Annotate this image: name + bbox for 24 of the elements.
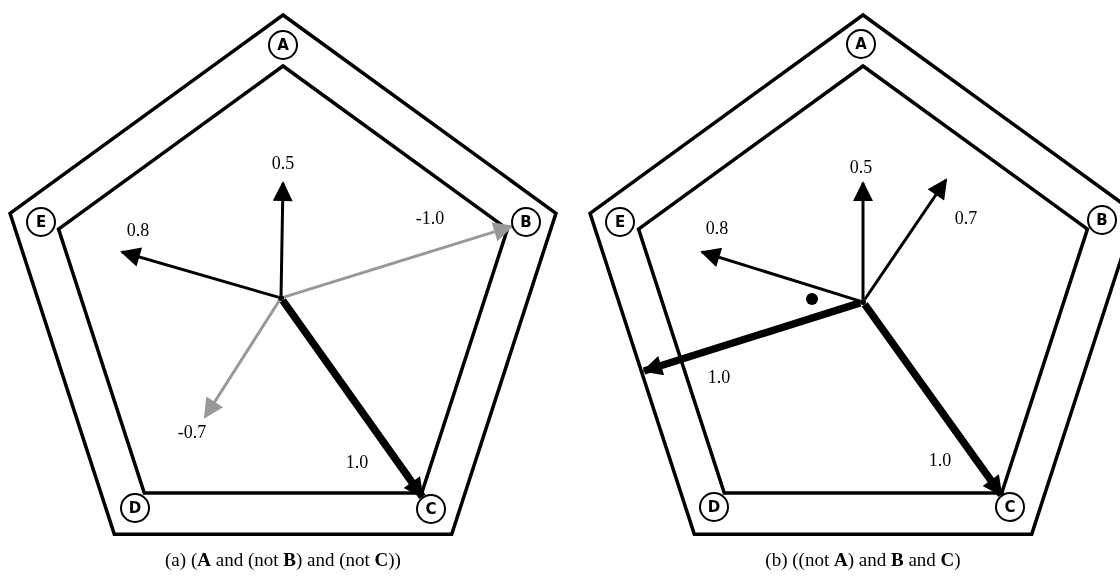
arrow bbox=[279, 298, 426, 499]
junction-point bbox=[860, 299, 866, 305]
arrow bbox=[642, 299, 862, 376]
letter-circle: E bbox=[605, 207, 635, 237]
arrow bbox=[203, 299, 281, 419]
letter-circle: D bbox=[120, 493, 150, 523]
junction-point bbox=[278, 295, 284, 301]
arrow bbox=[700, 247, 861, 303]
letter-circle: B bbox=[511, 207, 541, 237]
arrow bbox=[863, 178, 948, 301]
letter-circle: A bbox=[268, 30, 298, 60]
arrow bbox=[120, 247, 279, 299]
arrow bbox=[283, 222, 514, 299]
arrow bbox=[861, 302, 1005, 497]
letter-circle: C bbox=[995, 492, 1025, 522]
caption: (b) ((not A) and B and C) bbox=[765, 549, 961, 571]
caption: (a) (A and (not B) and (not C)) bbox=[165, 549, 401, 571]
arrow bbox=[853, 181, 873, 299]
letter-circle: A bbox=[846, 29, 876, 59]
letter-circle: C bbox=[416, 494, 446, 524]
letter-circle: B bbox=[1087, 205, 1117, 235]
arrow bbox=[272, 181, 293, 296]
letter-circle: E bbox=[26, 207, 56, 237]
letter-circle: D bbox=[699, 492, 729, 522]
